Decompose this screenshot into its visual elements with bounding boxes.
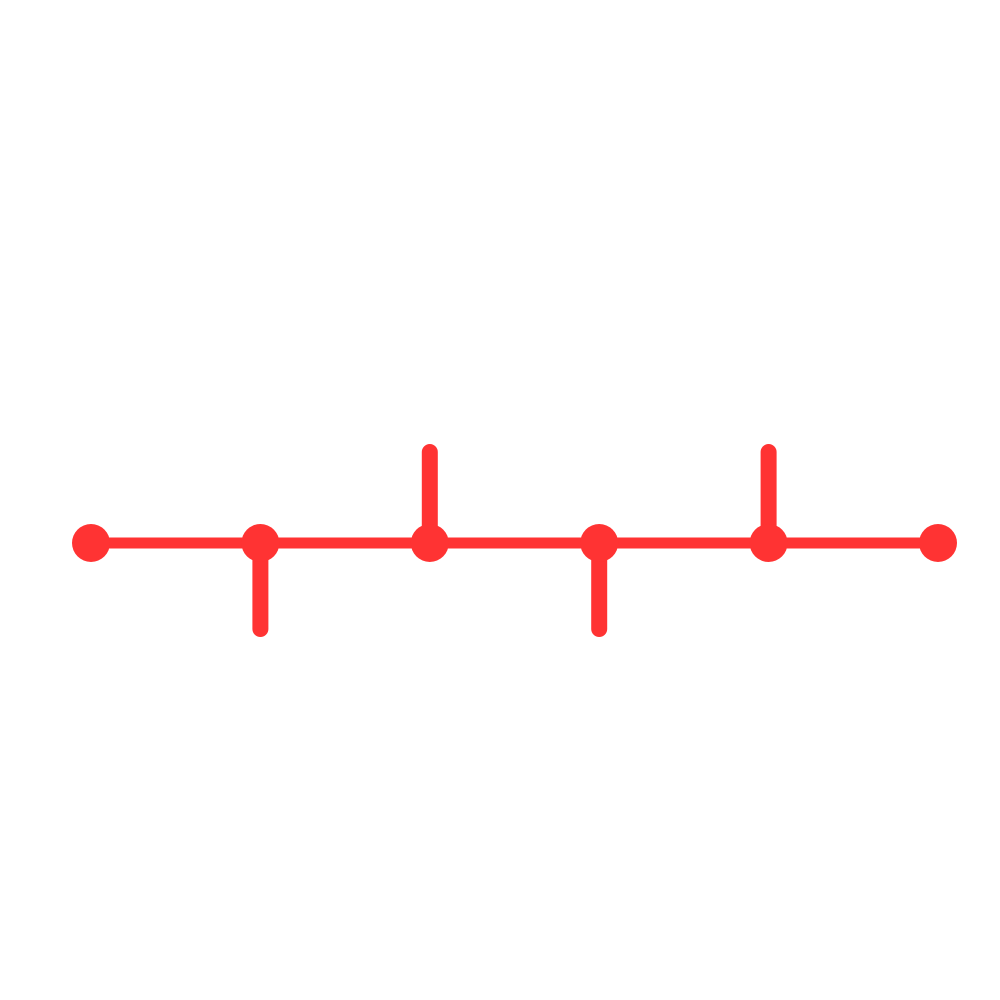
timeline-node-n3 bbox=[410, 524, 449, 562]
timeline-node-n4 bbox=[580, 524, 619, 562]
timeline-node-n6 bbox=[919, 524, 957, 562]
timeline-node-n1 bbox=[72, 524, 110, 562]
timeline-node-n2 bbox=[241, 524, 280, 562]
timeline-node-n5 bbox=[749, 524, 788, 562]
